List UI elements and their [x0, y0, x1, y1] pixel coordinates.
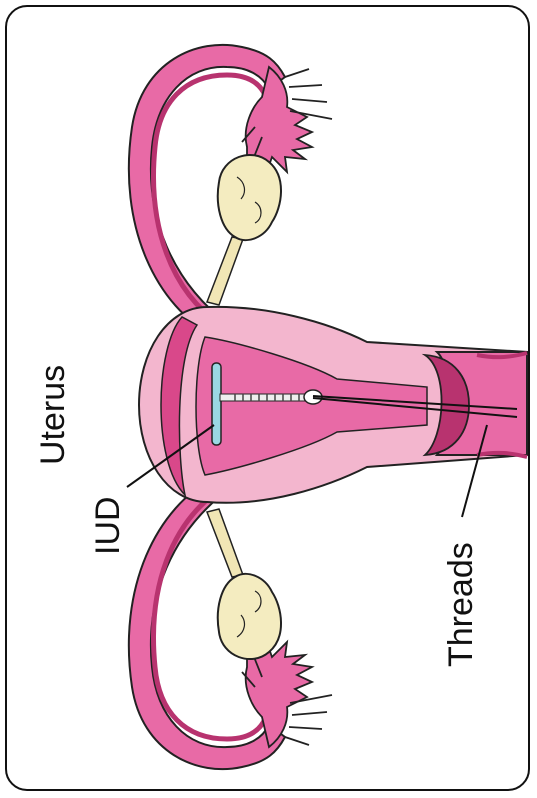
upper-ovarian-ligament	[207, 237, 243, 305]
diagram-frame: Uterus IUD Threads	[5, 5, 530, 791]
label-uterus: Uterus	[34, 365, 72, 465]
upper-ovary-icon	[218, 155, 281, 240]
label-iud: IUD	[89, 496, 127, 555]
lower-ovarian-ligament	[207, 509, 243, 577]
uterus-iud-diagram: Uterus IUD Threads	[7, 7, 530, 791]
lower-ovary-icon	[218, 574, 281, 659]
label-threads: Threads	[442, 542, 480, 667]
